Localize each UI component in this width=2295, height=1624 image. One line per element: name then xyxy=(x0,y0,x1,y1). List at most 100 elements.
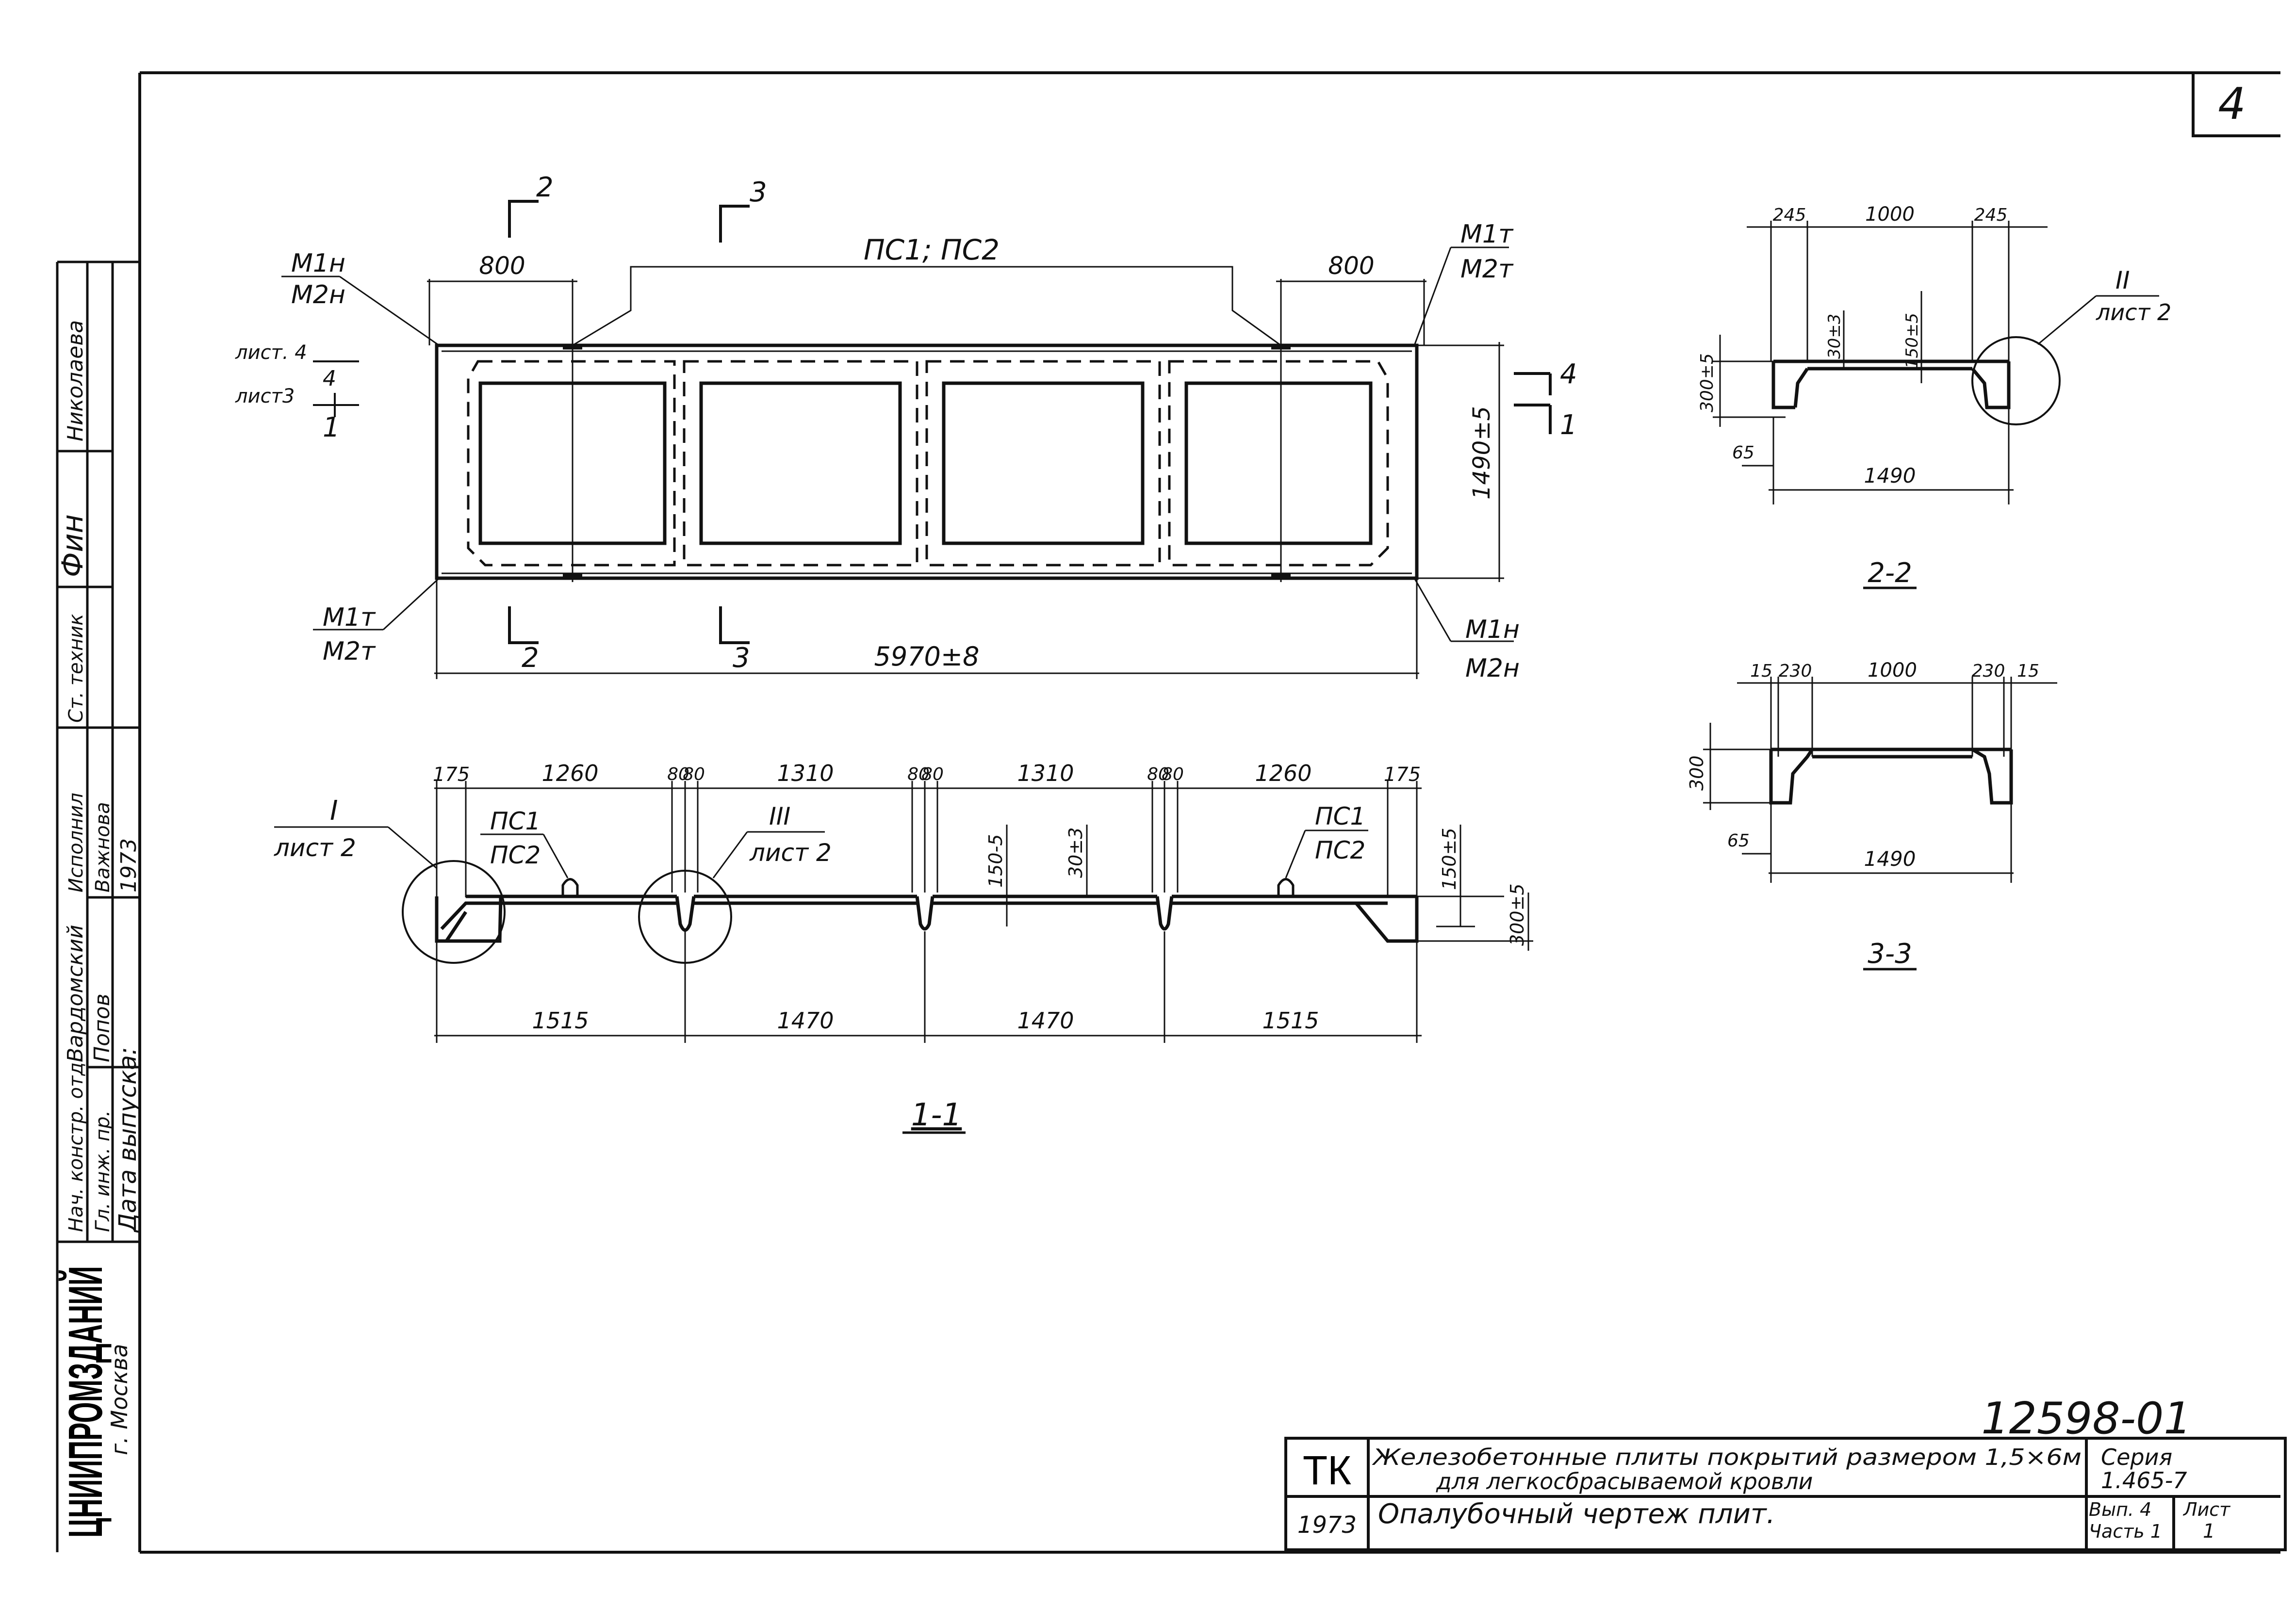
plan-marks-top: ПС1; ПС2 xyxy=(864,233,1000,266)
s22-d150: 150±5 xyxy=(1902,313,1922,369)
s22-callout-II: II xyxy=(2115,266,2130,294)
stamp-role-1: Нач. констр. отд. xyxy=(65,1056,87,1232)
title-part-label: Часть 1 xyxy=(2089,1521,2162,1542)
s22-d30: 30±3 xyxy=(1825,314,1844,359)
s33-top-dim-1: 15 xyxy=(1750,661,1772,681)
s22-callout-II-ref: лист 2 xyxy=(2096,299,2171,325)
title-block: ТК 1973 Железобетонные плиты покрытий ра… xyxy=(1284,1437,2287,1551)
plan-dim-length: 5970±8 xyxy=(874,641,979,672)
s11-bottom-dim-2: 1470 xyxy=(777,1007,834,1034)
plan-label-right-top-2: М2т xyxy=(1460,255,1514,284)
stamp-city: г. Москва xyxy=(106,1344,132,1455)
plan-label-left-top-1: М1н xyxy=(291,249,345,278)
stamp-role-2: Гл. инж. пр. xyxy=(92,1110,114,1232)
stamp-signature: Фин xyxy=(56,514,90,577)
drawing-code: 12598-01 xyxy=(1981,1393,2191,1444)
s22-top-dim-1: 245 xyxy=(1773,205,1806,225)
s11-top-dim-1: 175 xyxy=(433,763,470,786)
title-line-2: для легкосбрасываемой кровли xyxy=(1436,1468,1813,1494)
s11-bottom-dim-1: 1515 xyxy=(532,1007,589,1034)
s11-top-dim-2: 1260 xyxy=(541,760,598,786)
s11-top-dim-11: 1260 xyxy=(1255,760,1311,786)
plan-label-left-bottom-1: М1т xyxy=(323,603,376,632)
s11-top-dim-8: 1310 xyxy=(1017,760,1074,786)
stamp-role-4: Ст. техник xyxy=(65,614,87,723)
s11-top-dim-4: 80 xyxy=(683,764,705,784)
s11-top-dim-5: 1310 xyxy=(777,760,834,786)
s11-callout-III-ref: лист 2 xyxy=(749,839,832,867)
plan-label-left-bottom-2: М2т xyxy=(323,637,376,666)
s11-top-dim-9: 80 xyxy=(1147,764,1169,784)
s11-callout-I: I xyxy=(330,795,338,827)
plan-label-right-bottom-2: М2н xyxy=(1465,654,1520,683)
plan-dim-width: 1490±5 xyxy=(1468,406,1495,500)
plan-ref-list3: лист3 xyxy=(235,385,295,407)
s11-bottom-dim-3: 1470 xyxy=(1017,1007,1074,1034)
plan-ref-4: 4 xyxy=(323,366,336,391)
plan-ref-1: 1 xyxy=(323,412,340,443)
sheet-frame xyxy=(138,71,2280,1554)
s11-dim-rib: 150-5 xyxy=(985,834,1006,888)
s11-marks-right-2: ПС2 xyxy=(1315,836,1365,864)
stamp-year: 1973 xyxy=(116,838,141,893)
s11-top-dim-7: 80 xyxy=(921,764,944,784)
s11-dim-h300: 300±5 xyxy=(1507,883,1528,946)
s11-dim-shelf: 30±3 xyxy=(1065,828,1086,878)
s22-h300: 300±5 xyxy=(1697,353,1717,412)
plan-view: 800 800 ПС1; ПС2 М1н М2н М1т М2т М1т М2т… xyxy=(235,172,1577,683)
sheet-number: 4 xyxy=(2218,79,2246,130)
s22-section-label: 2-2 xyxy=(1868,557,1912,589)
side-stamp: Нач. констр. отд. Гл. инж. пр. Вардомски… xyxy=(56,260,142,1552)
title-tk: ТК xyxy=(1303,1447,1351,1493)
title-sheet-title: Опалубочный чертеж плит. xyxy=(1378,1498,1775,1530)
s11-callout-III: III xyxy=(769,802,790,830)
s33-h65: 65 xyxy=(1727,831,1750,851)
plan-label-right-bottom-1: М1н xyxy=(1465,615,1520,644)
title-line-1: Железобетонные плиты покрытий размером 1… xyxy=(1372,1444,2082,1470)
stamp-date-label: Дата выпуска: xyxy=(114,1047,142,1233)
s11-callout-I-ref: лист 2 xyxy=(274,834,356,862)
s33-h300: 300 xyxy=(1686,755,1707,791)
stamp-role-3: Исполнил xyxy=(65,793,87,893)
section-1-1: 175 1260 80 80 1310 80 80 1310 80 80 126… xyxy=(274,760,1533,1134)
s22-h65: 65 xyxy=(1732,443,1754,463)
s33-top-dim-4: 230 xyxy=(1972,661,2005,681)
title-series-value: 1.465-7 xyxy=(2101,1467,2187,1494)
s33-top-dim-2: 230 xyxy=(1779,661,1812,681)
plan-section-3-top: 3 xyxy=(750,177,767,208)
s11-top-dim-3: 80 xyxy=(667,764,689,784)
s11-bottom-dim-4: 1515 xyxy=(1262,1007,1319,1034)
stamp-org-name: ЦНИИПРОМЗДАНИЙ xyxy=(59,1266,112,1538)
plan-label-left-top-2: М2н xyxy=(291,280,345,309)
plan-dim-800-left: 800 xyxy=(479,252,525,280)
plan-section-2-bottom: 2 xyxy=(522,642,539,674)
stamp-name-1: Вардомский xyxy=(63,925,88,1062)
title-list-label: Лист xyxy=(2182,1499,2231,1520)
s11-marks-right-1: ПС1 xyxy=(1315,802,1365,830)
plan-ref-list4: лист. 4 xyxy=(235,341,307,364)
plan-section-4: 4 xyxy=(1560,358,1577,390)
s11-section-label: 1-1 xyxy=(911,1097,962,1133)
s22-bottom-dim: 1490 xyxy=(1864,464,1916,487)
s11-top-dim-10: 80 xyxy=(1162,764,1184,784)
s33-section-label: 3-3 xyxy=(1868,938,1912,970)
s33-top-dim-5: 15 xyxy=(2017,661,2039,681)
s22-top-dim-3: 245 xyxy=(1974,205,2008,225)
s11-marks-left-1: ПС1 xyxy=(490,807,541,835)
title-series-label: Серия xyxy=(2101,1444,2172,1470)
sheet-number-box: 4 xyxy=(2192,73,2280,137)
title-list-value: 1 xyxy=(2203,1520,2215,1543)
stamp-name-2: Попов xyxy=(90,993,115,1062)
s11-top-dim-12: 175 xyxy=(1384,763,1421,786)
title-issue-label: Вып. 4 xyxy=(2089,1499,2151,1520)
stamp-name-3: Важнова xyxy=(92,802,114,893)
s33-top-dim-3: 1000 xyxy=(1868,659,1917,682)
plan-section-2-top: 2 xyxy=(536,172,554,203)
title-year: 1973 xyxy=(1297,1511,1357,1539)
s11-top-dim-6: 80 xyxy=(907,764,930,784)
s11-dim-h150: 150±5 xyxy=(1439,828,1460,890)
section-3-3: 15 230 1000 230 15 300 65 1490 3-3 xyxy=(1686,659,2057,971)
section-2-2: 245 1000 245 300±5 65 30±3 xyxy=(1697,203,2171,589)
plan-label-right-top-1: М1т xyxy=(1460,220,1514,249)
